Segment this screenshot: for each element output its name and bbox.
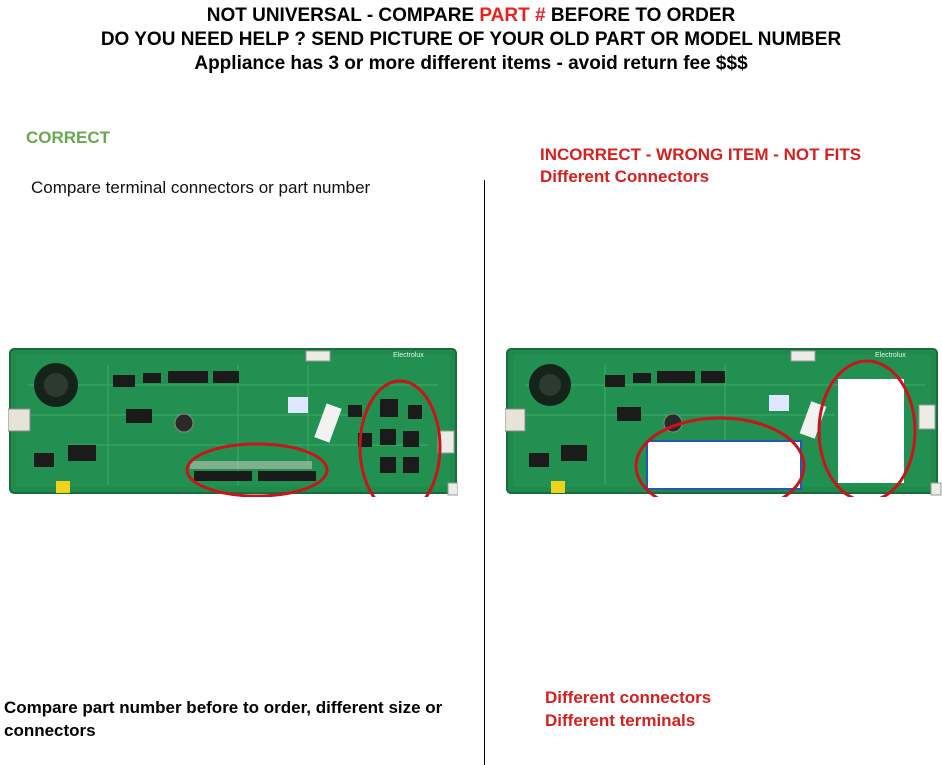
incorrect-board-image: Electrolux [505,345,942,497]
correct-board-image: Electrolux [8,345,458,497]
bottom-right-line-1: Different connectors [545,688,712,707]
header-line-1-start: NOT UNIVERSAL - COMPARE [206,5,480,26]
missing-connector-box [646,440,802,490]
header-part-number-highlight: PART # [479,5,546,26]
incorrect-label-line-2: Different Connectors [540,167,710,186]
header-line-2: DO YOU NEED HELP ? SEND PICTURE OF YOUR … [100,29,842,50]
header-line-1: NOT UNIVERSAL - COMPARE PART # BEFORE TO… [0,4,942,28]
brand-logo-text-right: Electrolux [875,352,906,359]
correct-label: CORRECT [26,128,111,147]
header-banner: NOT UNIVERSAL - COMPARE PART # BEFORE TO… [0,4,942,76]
incorrect-label-line-1: INCORRECT - WRONG ITEM - NOT FITS [540,145,862,164]
incorrect-label: INCORRECT - WRONG ITEM - NOT FITS Differ… [540,144,861,188]
bottom-right-note: Different connectors Different terminals [545,686,711,732]
missing-terminal-area [838,379,904,483]
bottom-left-note: Compare part number before to order, dif… [4,698,443,740]
compare-instruction: Compare terminal connectors or part numb… [31,178,371,197]
bottom-right-line-2: Different terminals [545,711,696,730]
header-line-3: Appliance has 3 or more different items … [194,53,748,74]
header-line-1-end: BEFORE TO ORDER [545,5,736,26]
brand-logo-text: Electrolux [393,352,424,359]
vertical-divider [484,180,485,765]
